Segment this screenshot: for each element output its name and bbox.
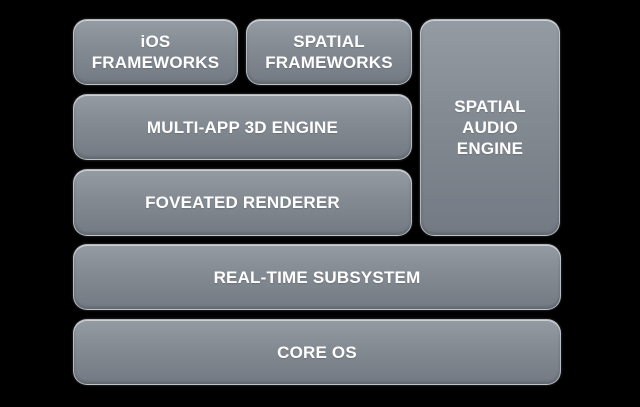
core-os-label: CORE OS	[277, 342, 357, 362]
spatial-frameworks-label: SPATIAL FRAMEWORKS	[265, 32, 393, 72]
foveated-renderer-label: FOVEATED RENDERER	[145, 193, 340, 212]
spatial-audio-engine-block: SPATIAL AUDIO ENGINE	[420, 19, 560, 236]
multi-app-3d-engine-label: MULTI-APP 3D ENGINE	[146, 117, 339, 137]
ios-frameworks-block: iOS FRAMEWORKS	[73, 19, 238, 85]
ios-frameworks-label: iOS FRAMEWORKS	[91, 32, 220, 72]
multi-app-3d-engine-block: MULTI-APP 3D ENGINE	[73, 94, 412, 160]
real-time-subsystem-block: REAL-TIME SUBSYSTEM	[73, 244, 561, 310]
core-os-block: CORE OS	[73, 319, 561, 385]
foveated-renderer-block: FOVEATED RENDERER	[73, 169, 412, 236]
spatial-frameworks-block: SPATIAL FRAMEWORKS	[246, 19, 412, 85]
real-time-subsystem-label: REAL-TIME SUBSYSTEM	[213, 267, 421, 287]
spatial-audio-engine-label: SPATIAL AUDIO ENGINE	[454, 97, 526, 158]
